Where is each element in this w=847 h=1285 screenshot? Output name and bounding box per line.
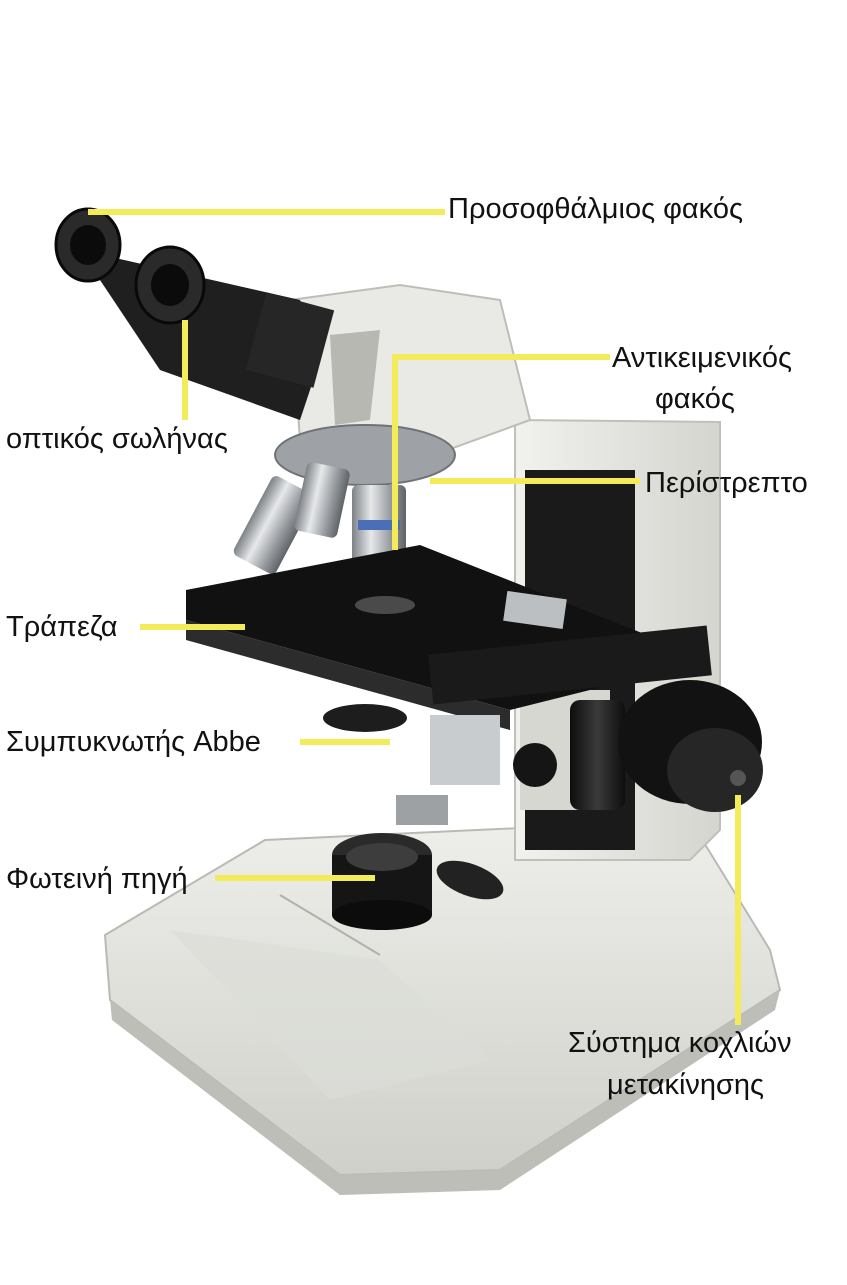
label-objective-line2: φακός [655,383,735,415]
label-stage: Τράπεζα [6,611,118,643]
label-eyepiece: Προσοφθάλμιος φακός [448,193,743,225]
leader-lines [88,209,741,1025]
label-light-source: Φωτεινή πηγή [6,863,188,895]
label-condenser: Συμπυκνωτής Abbe [6,726,261,758]
label-focus-line1: Σύστημα κοχλιών [568,1027,792,1059]
label-focus-line2: μετακίνησης [607,1069,765,1101]
light-source [332,795,504,930]
label-tube: οπτικός σωλήνας [6,423,228,455]
leader-objective [392,354,610,550]
label-revolver: Περίστρεπτο [645,467,808,499]
stage-platform [186,545,712,730]
focus-knobs [570,680,763,812]
condenser [323,704,557,787]
label-objective-line1: Αντικειμενικός [612,342,792,374]
base [103,818,782,1195]
eyepiece-tubes [54,207,335,420]
head [274,283,532,486]
